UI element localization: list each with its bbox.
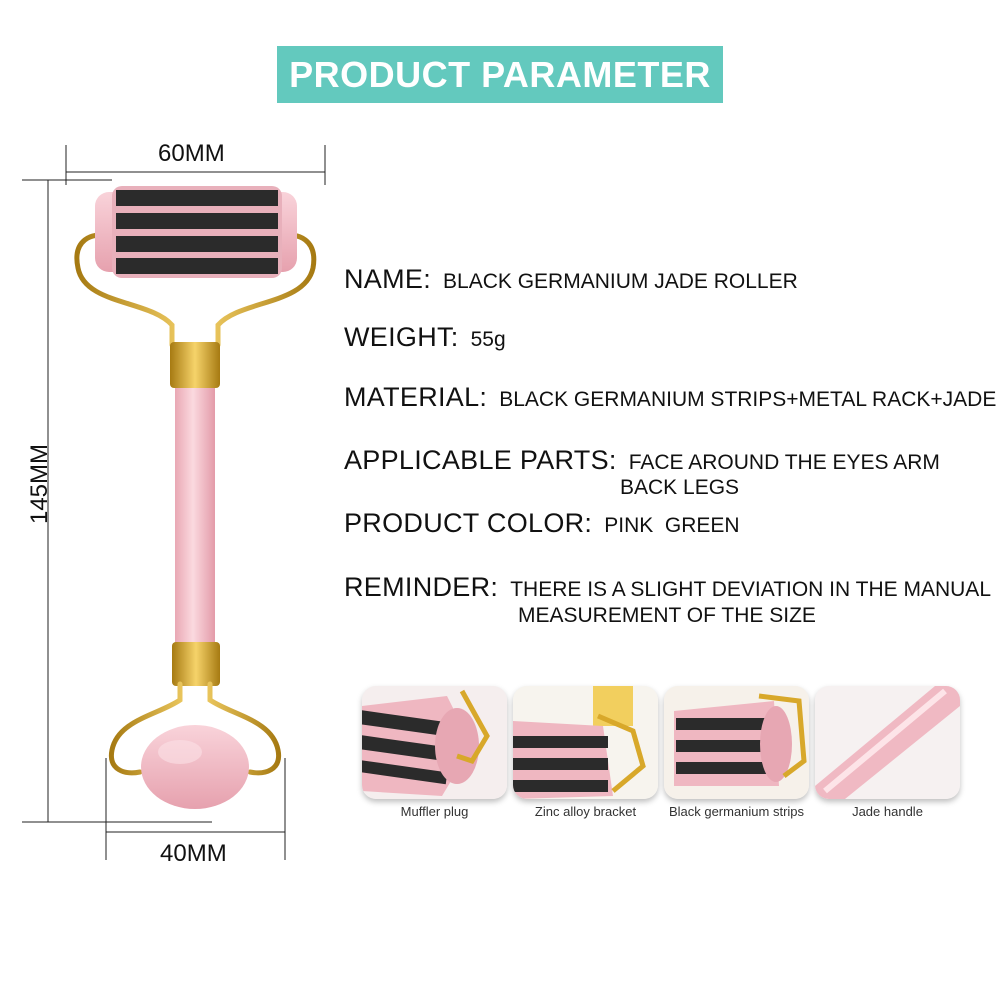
muffler-plug-thumbnail [362, 686, 507, 799]
jade-handle-caption: Jade handle [852, 804, 923, 819]
spec-color-label: PRODUCT COLOR: [344, 508, 593, 538]
spec-parts-value-2: BACK LEGS [620, 476, 740, 499]
spec-reminder-value-1: THERE IS A SLIGHT DEVIATION IN THE MANUA… [510, 578, 991, 601]
product-parameter-banner: PRODUCT PARAMETER [277, 46, 723, 103]
spec-material: MATERIAL: BLACK GERMANIUM STRIPS+METAL RA… [344, 382, 996, 413]
spec-weight: WEIGHT: 55g [344, 322, 506, 353]
spec-reminder: REMINDER: THERE IS A SLIGHT DEVIATION IN … [344, 572, 991, 603]
spec-parts-value-1: FACE AROUND THE EYES ARM [628, 451, 940, 474]
spec-name-value: BLACK GERMANIUM JADE ROLLER [443, 270, 798, 293]
spec-color: PRODUCT COLOR: PINK GREEN [344, 508, 740, 539]
top-gold-cap [170, 342, 220, 388]
zinc-alloy-bracket-caption: Zinc alloy bracket [534, 804, 637, 819]
spec-color-value: PINK GREEN [604, 514, 740, 537]
spec-weight-label: WEIGHT: [344, 322, 459, 352]
spec-parts-line2: BACK LEGS [620, 476, 739, 500]
jade-handle [175, 385, 215, 650]
jade-handle-thumbnail [815, 686, 960, 799]
bottom-gold-cap [172, 642, 220, 686]
germanium-strips-caption: Black germanium strips [668, 804, 805, 819]
height-label: 145MM [26, 443, 53, 525]
bottom-frame-wire [108, 681, 282, 776]
top-width-label: 60MM [158, 140, 225, 167]
spec-reminder-line2: MEASUREMENT OF THE SIZE [518, 604, 816, 628]
spec-reminder-label: REMINDER: [344, 572, 499, 602]
zinc-alloy-bracket-thumbnail [513, 686, 658, 799]
small-jade-roller [141, 725, 249, 809]
bracket-icon [513, 686, 658, 799]
spec-name-label: NAME: [344, 264, 432, 294]
bottom-width-label: 40MM [160, 840, 227, 867]
spec-material-label: MATERIAL: [344, 382, 488, 412]
dimension-lines [22, 145, 326, 860]
germanium-roller [95, 186, 297, 278]
muffler-plug-icon [362, 686, 507, 799]
spec-reminder-value-2: MEASUREMENT OF THE SIZE [518, 604, 816, 627]
spec-parts: APPLICABLE PARTS: FACE AROUND THE EYES AR… [344, 445, 940, 476]
muffler-plug-caption: Muffler plug [400, 804, 469, 819]
top-frame-wire [74, 232, 317, 348]
spec-weight-value: 55g [470, 328, 506, 351]
strips-icon [664, 686, 809, 799]
jade-handle-icon [815, 686, 960, 799]
spec-parts-label: APPLICABLE PARTS: [344, 445, 617, 475]
spec-name: NAME: BLACK GERMANIUM JADE ROLLER [344, 264, 798, 295]
spec-material-value: BLACK GERMANIUM STRIPS+METAL RACK+JADE [499, 388, 997, 411]
germanium-strips-thumbnail [664, 686, 809, 799]
